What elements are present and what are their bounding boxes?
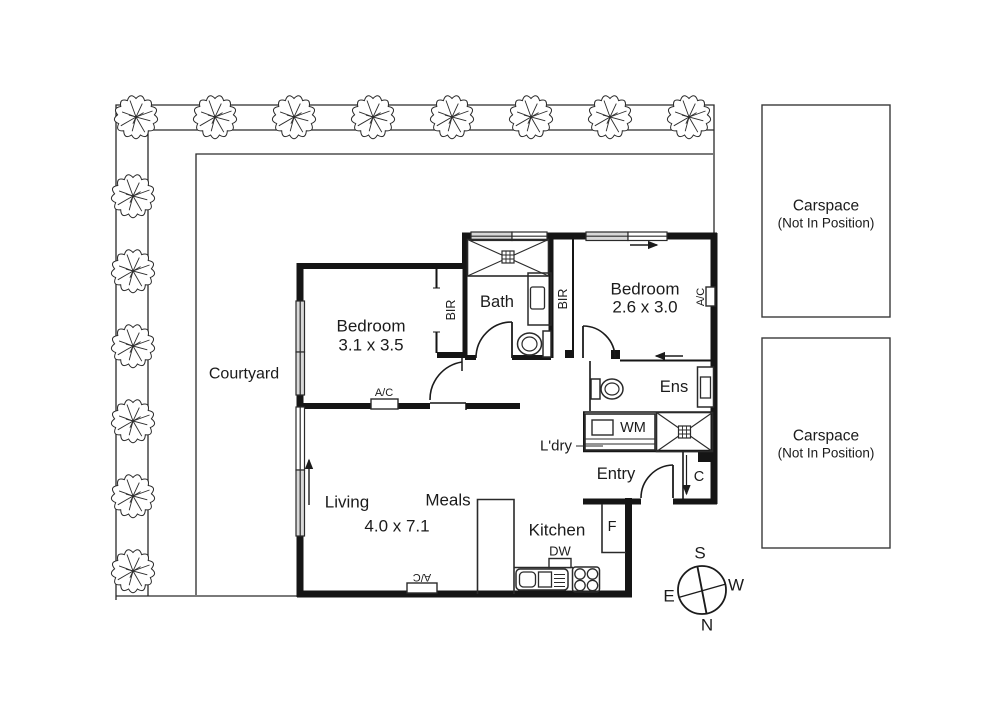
- ac-unit-icons: [370, 286, 716, 594]
- tree-icon: [192, 95, 238, 140]
- tree-icon: [350, 95, 396, 140]
- room-label-bedroom-1: Bedroom: [337, 317, 406, 336]
- ac-label-bedroom-2: A/C: [695, 288, 707, 306]
- laundry-trough-icon: [655, 411, 714, 453]
- tree-icon: [110, 474, 156, 519]
- cooktop-icon: [571, 566, 601, 593]
- carspace-box-1: Carspace (Not In Position): [761, 104, 891, 318]
- wm-label: WM: [620, 420, 646, 436]
- tree-icon: [110, 174, 156, 219]
- room-label-meals: Meals: [425, 491, 470, 510]
- shower-icon: [466, 238, 550, 277]
- room-label-bedroom-2: Bedroom: [611, 280, 680, 299]
- tree-icon: [110, 249, 156, 294]
- sink-icon: [515, 568, 569, 591]
- compass-east-label: E: [663, 587, 674, 606]
- ac-label-bedroom-1: A/C: [375, 387, 393, 399]
- compass-rose: S N E W: [663, 544, 744, 635]
- dim-label-bedroom-1: 3.1 x 3.5: [338, 336, 403, 355]
- fridge-label: F: [608, 519, 617, 535]
- tree-icon: [429, 95, 475, 140]
- tree-icon: [508, 95, 554, 140]
- carspace-1-title: Carspace: [793, 198, 859, 215]
- room-label-courtyard: Courtyard: [209, 366, 279, 383]
- bath-toilet-icon: [516, 330, 552, 358]
- carspace-box-2: Carspace (Not In Position): [761, 337, 891, 549]
- window-icons: [295, 231, 668, 537]
- room-label-living: Living: [325, 493, 369, 512]
- tree-icon: [113, 95, 159, 140]
- tree-icon: [271, 95, 317, 140]
- tree-row: [110, 95, 712, 594]
- courtyard-boundary: [195, 153, 713, 595]
- door-icons: [429, 321, 688, 499]
- dim-label-living: 4.0 x 7.1: [364, 517, 429, 536]
- tree-icon: [110, 324, 156, 369]
- compass-south-label: S: [694, 544, 705, 563]
- ens-toilet-icon: [590, 378, 624, 400]
- bir-label-1: BIR: [444, 300, 458, 321]
- room-label-bath: Bath: [480, 293, 514, 311]
- bath-vanity-icon: [527, 272, 552, 326]
- ac-label-living: A/C: [413, 571, 431, 583]
- compass-west-label: W: [728, 576, 744, 595]
- direction-arrows: [304, 240, 691, 505]
- carspace-1-subtitle: (Not In Position): [778, 216, 875, 231]
- tree-icon: [110, 399, 156, 444]
- tree-icon: [666, 95, 712, 140]
- tree-icon: [587, 95, 633, 140]
- room-label-kitchen: Kitchen: [529, 521, 586, 540]
- cupboard-label: C: [694, 469, 704, 485]
- room-label-laundry: L'dry: [540, 438, 573, 455]
- dim-label-bedroom-2: 2.6 x 3.0: [612, 298, 677, 317]
- bir-label-2: BIR: [556, 289, 570, 310]
- room-label-entry: Entry: [597, 465, 636, 483]
- carspace-2-title: Carspace: [793, 428, 859, 445]
- washing-machine-icon: [576, 413, 656, 451]
- carspace-2-subtitle: (Not In Position): [778, 446, 875, 461]
- ens-vanity-icon: [696, 366, 715, 408]
- compass-north-label: N: [701, 616, 713, 635]
- tree-icon: [110, 549, 156, 594]
- room-label-ens: Ens: [660, 378, 688, 396]
- dw-label: DW: [549, 544, 571, 559]
- dishwasher-icon: [548, 557, 572, 569]
